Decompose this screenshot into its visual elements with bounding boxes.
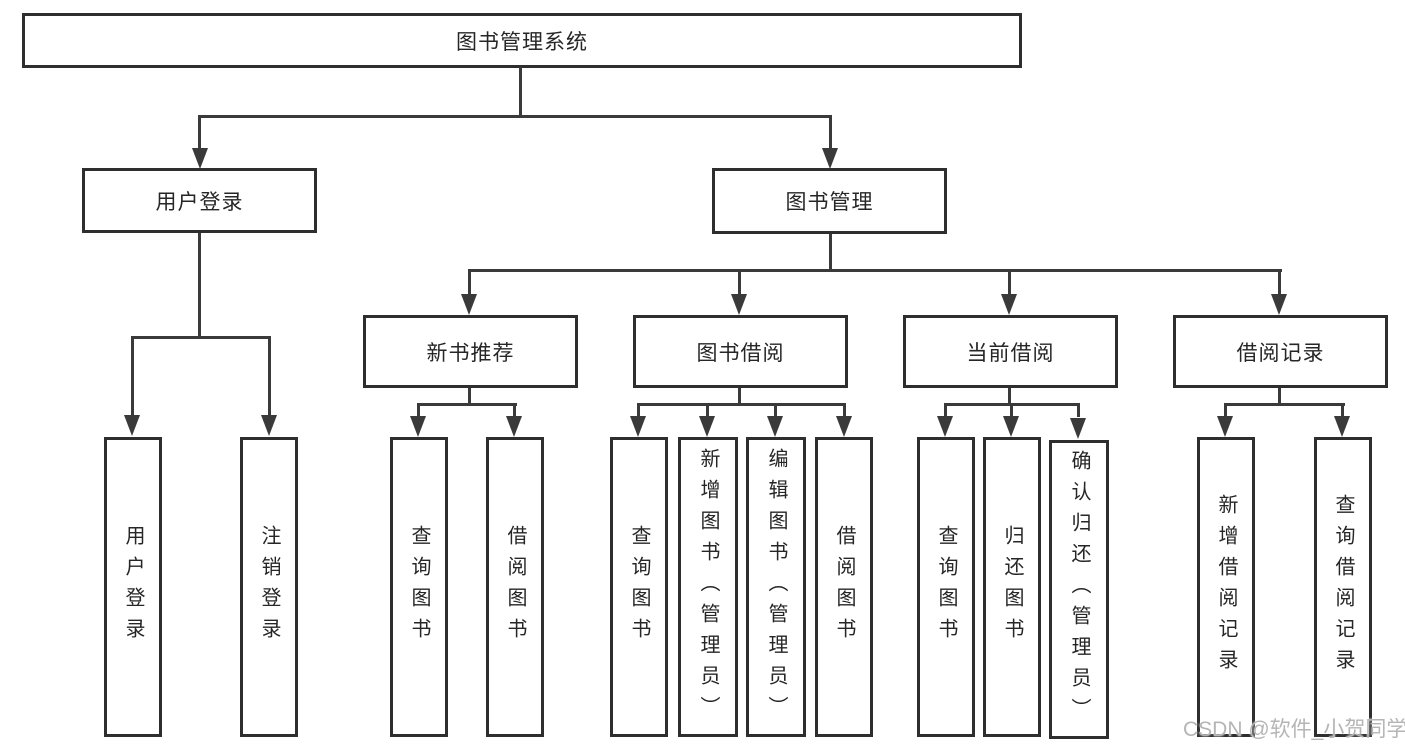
connector-line	[1224, 403, 1227, 417]
leaf-logout: 注销登录	[240, 437, 298, 737]
connector-line	[417, 403, 517, 406]
leaf-edit-books-admin: 编辑图书（管理员）	[746, 437, 806, 737]
connector-line	[1341, 403, 1344, 417]
connector-line	[738, 269, 741, 296]
node-book-management: 图书管理	[712, 168, 947, 234]
connector-line	[738, 388, 741, 406]
leaf-user-login: 用户登录	[104, 437, 162, 737]
leaf-return-books: 归还图书	[983, 437, 1041, 737]
csdn-watermark: CSDN @软件_小贺同学	[1183, 718, 1405, 741]
node-user-login: 用户登录	[82, 168, 317, 233]
connector-line	[637, 403, 640, 417]
arrowhead-icon	[1217, 416, 1233, 437]
arrowhead-icon	[506, 416, 522, 437]
connector-line	[131, 336, 271, 339]
connector-line	[944, 403, 947, 417]
arrowhead-icon	[410, 416, 426, 437]
leaf-add-borrow-record: 新增借阅记录	[1197, 437, 1255, 737]
node-root: 图书管理系统	[22, 13, 1022, 68]
arrowhead-icon	[822, 148, 838, 169]
node-borrow-records: 借阅记录	[1173, 315, 1388, 388]
leaf-label: 查询图书	[935, 525, 957, 649]
node-current-borrow: 当前借阅	[903, 315, 1118, 388]
connector-line	[843, 403, 846, 417]
connector-line	[198, 115, 201, 150]
arrowhead-icon	[767, 416, 783, 437]
arrowhead-icon	[461, 294, 477, 315]
leaf-borrow-books: 借阅图书	[815, 437, 873, 737]
node-book-borrow: 图书借阅	[633, 315, 848, 388]
arrowhead-icon	[192, 148, 208, 169]
leaf-label: 新增借阅记录	[1215, 494, 1237, 680]
leaf-confirm-return-admin: 确认归还（管理员）	[1049, 440, 1109, 739]
connector-line	[1010, 403, 1013, 417]
leaf-query-borrow-record: 查询借阅记录	[1314, 437, 1372, 737]
leaf-label: 借阅图书	[833, 525, 855, 649]
arrowhead-icon	[699, 416, 715, 437]
arrowhead-icon	[836, 416, 852, 437]
arrowhead-icon	[1003, 416, 1019, 437]
leaf-label: 用户登录	[122, 525, 144, 649]
leaf-label: 确认归还（管理员）	[1068, 450, 1090, 729]
connector-line	[468, 269, 1282, 272]
connector-line	[774, 403, 777, 417]
leaf-label: 查询借阅记录	[1332, 494, 1354, 680]
leaf-query-books-recommend: 查询图书	[390, 437, 448, 737]
connector-line	[417, 403, 420, 417]
leaf-query-books-borrow: 查询图书	[610, 437, 668, 737]
node-new-book-recommend: 新书推荐	[363, 315, 578, 388]
leaf-borrow-books-recommend: 借阅图书	[486, 437, 544, 737]
connector-line	[1278, 269, 1281, 296]
arrowhead-icon	[1001, 294, 1017, 315]
arrowhead-icon	[124, 415, 140, 436]
leaf-label: 注销登录	[258, 525, 280, 649]
leaf-label: 查询图书	[408, 525, 430, 649]
connector-line	[198, 233, 201, 339]
connector-line	[468, 269, 471, 296]
leaf-add-books-admin: 新增图书（管理员）	[678, 437, 738, 737]
connector-line	[513, 403, 516, 417]
arrowhead-icon	[937, 416, 953, 437]
arrowhead-icon	[1334, 416, 1350, 437]
connector-line	[468, 388, 471, 406]
connector-line	[268, 336, 271, 416]
arrowhead-icon	[630, 416, 646, 437]
connector-line	[198, 115, 832, 118]
leaf-query-books-current: 查询图书	[917, 437, 975, 737]
arrowhead-icon	[731, 294, 747, 315]
leaf-label: 查询图书	[628, 525, 650, 649]
connector-line	[706, 403, 709, 417]
connector-line	[1224, 403, 1345, 406]
arrowhead-icon	[1070, 418, 1086, 439]
connector-line	[1008, 388, 1011, 406]
connector-line	[131, 336, 134, 416]
connector-line	[1077, 403, 1080, 417]
arrowhead-icon	[261, 415, 277, 436]
leaf-label: 借阅图书	[504, 525, 526, 649]
connector-line	[829, 115, 832, 150]
leaf-label: 归还图书	[1001, 525, 1023, 649]
connector-line	[829, 234, 832, 272]
connector-line	[637, 403, 846, 406]
leaf-label: 编辑图书（管理员）	[765, 447, 787, 727]
connector-line	[1278, 388, 1281, 406]
connector-line	[1008, 269, 1011, 296]
arrowhead-icon	[1271, 294, 1287, 315]
connector-line	[519, 67, 522, 118]
leaf-label: 新增图书（管理员）	[697, 447, 719, 727]
